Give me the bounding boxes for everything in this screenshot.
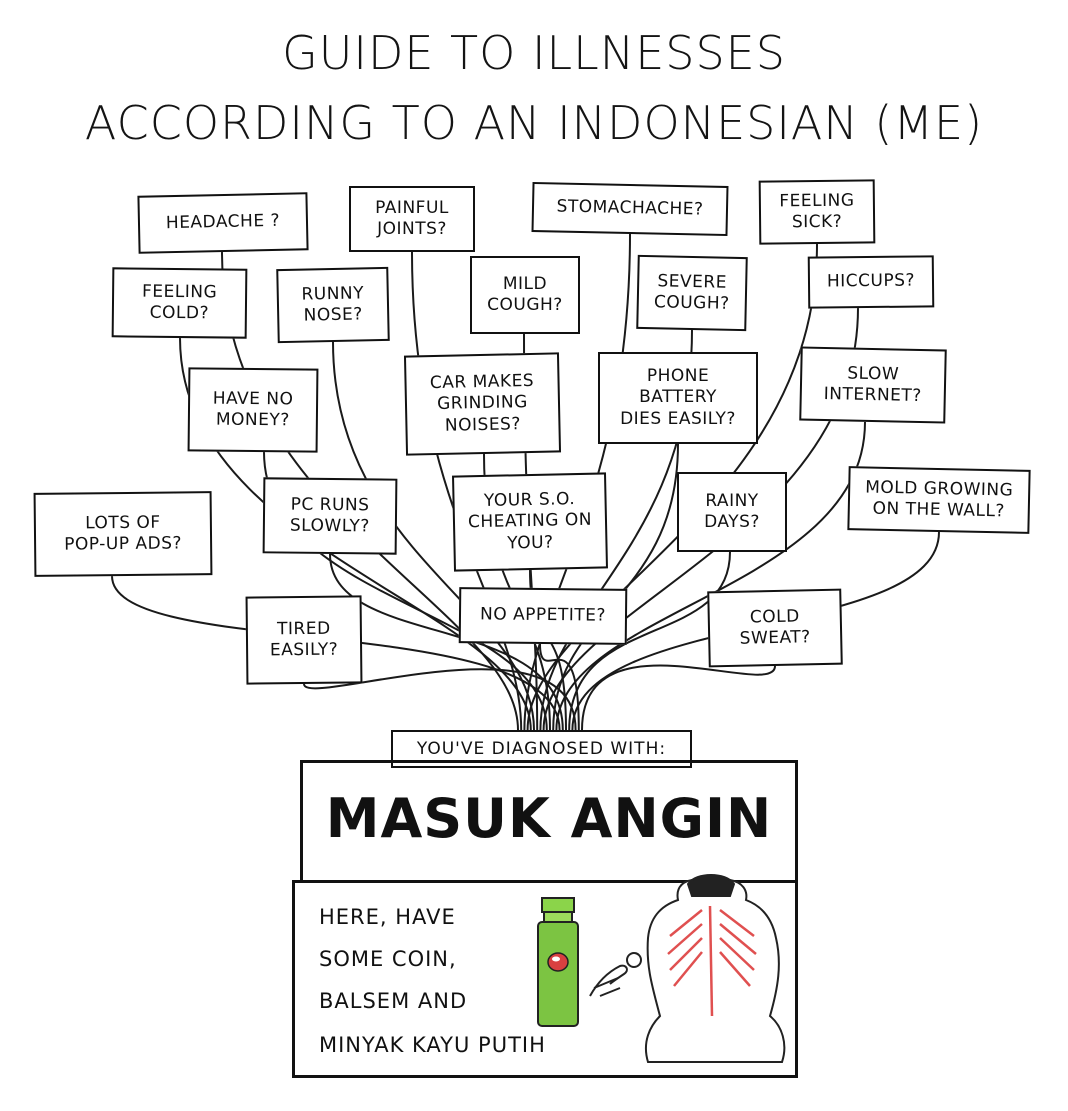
connector-line [332,341,535,731]
connector-line [539,643,580,731]
remedy-illustration [537,874,786,1063]
symptom-box: FEELING COLD? [111,267,248,339]
symptom-box: SEVERE COUGH? [636,254,748,332]
connector-line [329,553,564,731]
symptom-box: HAVE NO MONEY? [187,367,319,453]
title-line-1: GUIDE TO ILLNESSES [282,26,786,80]
symptom-box: STOMACHACHE? [531,181,729,237]
kerokan-marks-icon [667,905,757,1017]
symptom-box: RUNNY NOSE? [276,266,390,344]
symptom-box: COLD SWEAT? [707,588,843,668]
symptom-box: RAINY DAYS? [677,472,787,552]
symptom-box: SLOW INTERNET? [799,346,947,424]
remedy-line: BALSEM AND [319,989,468,1013]
minyak-bottle-icon [537,897,579,1027]
remedy-line: SOME COIN, [319,947,457,971]
symptom-box: FEELING SICK? [758,179,876,245]
symptom-box: TIRED EASILY? [245,595,363,685]
hand-with-coin-icon [589,952,642,997]
title-line-2: ACCORDING TO AN INDONESIAN (ME) [84,96,984,150]
symptom-box: YOUR S.O. CHEATING ON YOU? [452,472,608,572]
symptom-box: HEADACHE ? [137,192,309,254]
diagnosis-text: MASUK ANGIN [325,787,773,850]
connector-line [581,664,776,731]
man-back-icon [644,874,786,1063]
symptom-box: MOLD GROWING ON THE WALL? [847,466,1031,534]
remedy-box: HERE, HAVE SOME COIN, BALSEM AND MINYAK … [292,880,798,1078]
symptom-box: PC RUNS SLOWLY? [262,477,398,555]
connector-line [555,421,866,731]
connector-line [303,668,577,731]
symptom-box: PAINFUL JOINTS? [349,186,475,252]
symptom-box: PHONE BATTERY DIES EASILY? [598,352,758,444]
remedy-line: MINYAK KAYU PUTIH [319,1033,546,1057]
remedy-line: HERE, HAVE [319,905,456,929]
symptom-box: CAR MAKES GRINDING NOISES? [403,352,562,456]
symptom-box: NO APPETITE? [458,587,628,645]
symptom-box: HICCUPS? [807,255,935,309]
diagnosis-box: MASUK ANGIN [300,760,798,882]
symptom-box: MILD COUGH? [470,256,580,334]
symptom-box: LOTS OF POP-UP ADS? [33,491,213,577]
